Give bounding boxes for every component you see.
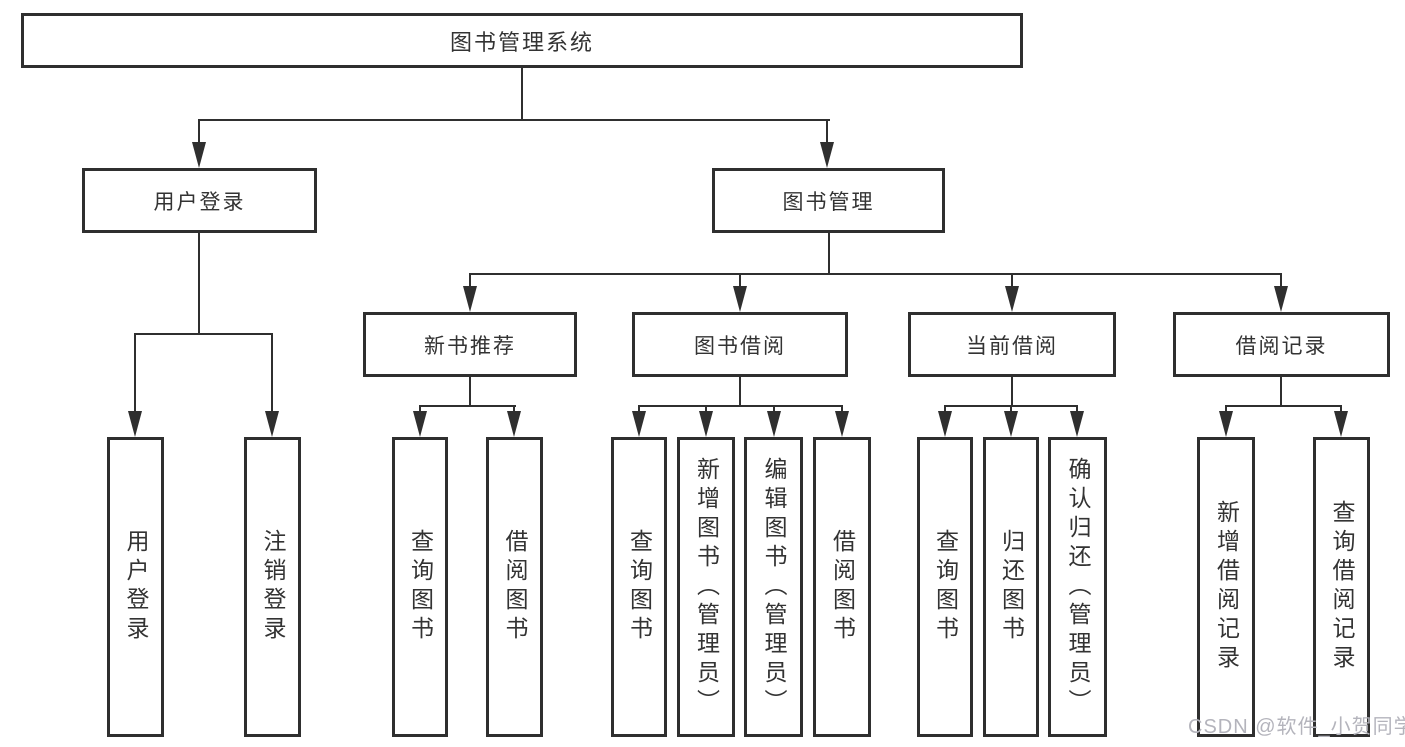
node-label: 图书管理系统	[449, 29, 594, 55]
leaf-bb-add-books-admin: 新增图书（管理员）	[677, 437, 735, 737]
connector-line	[419, 405, 516, 407]
connector-line	[513, 405, 515, 413]
node-label: 确认归还（管理员）	[1065, 456, 1091, 718]
leaf-nbr-query-books: 查询图书	[392, 437, 448, 737]
arrow-down-icon	[699, 411, 713, 437]
node-label: 注销登录	[260, 529, 286, 645]
leaf-nbr-borrow-books: 借阅图书	[486, 437, 543, 737]
connector-line	[271, 333, 273, 413]
node-current-borrowing: 当前借阅	[908, 312, 1116, 377]
connector-line	[1011, 273, 1013, 288]
node-label: 编辑图书（管理员）	[761, 456, 787, 718]
connector-line	[198, 119, 830, 121]
node-label: 当前借阅	[966, 334, 1058, 358]
csdn-watermark: CSDN @软件_小贺同学	[1188, 716, 1405, 738]
connector-line	[134, 333, 273, 335]
connector-line	[469, 377, 471, 407]
connector-line	[1280, 377, 1282, 407]
connector-line	[1225, 405, 1342, 407]
node-new-book-recommend: 新书推荐	[363, 312, 577, 377]
node-borrowing-records: 借阅记录	[1173, 312, 1390, 377]
leaf-bb-edit-books-admin: 编辑图书（管理员）	[744, 437, 803, 737]
leaf-logout: 注销登录	[244, 437, 301, 737]
arrow-down-icon	[938, 411, 952, 437]
node-label: 归还图书	[998, 529, 1025, 645]
arrow-down-icon	[632, 411, 646, 437]
node-label: 新增借阅记录	[1213, 500, 1240, 674]
connector-line	[198, 119, 200, 144]
node-label: 查询借阅记录	[1329, 500, 1355, 674]
node-label: 借阅图书	[502, 529, 528, 645]
node-label: 新书推荐	[424, 334, 516, 358]
node-user-login: 用户登录	[82, 168, 317, 233]
node-label: 查询图书	[407, 529, 434, 645]
leaf-cb-return-books: 归还图书	[983, 437, 1039, 737]
arrow-down-icon	[767, 411, 781, 437]
connector-line	[198, 233, 200, 335]
node-label: 新增图书（管理员）	[693, 456, 720, 718]
node-library-management-system: 图书管理系统	[21, 13, 1023, 68]
node-book-management: 图书管理	[712, 168, 945, 233]
arrow-down-icon	[128, 411, 142, 437]
connector-line	[469, 273, 1282, 275]
connector-line	[638, 405, 843, 407]
arrow-down-icon	[835, 411, 849, 437]
arrow-down-icon	[1005, 286, 1019, 312]
connector-line	[1340, 405, 1342, 413]
node-label: 借阅图书	[829, 529, 856, 645]
arrow-down-icon	[820, 142, 834, 168]
connector-line	[705, 405, 707, 413]
connector-line	[1076, 405, 1078, 413]
leaf-br-query-record: 查询借阅记录	[1313, 437, 1370, 737]
node-label: 用户登录	[123, 529, 149, 645]
connector-line	[638, 405, 640, 413]
connector-line	[419, 405, 421, 413]
node-label: 图书管理	[782, 190, 875, 214]
leaf-cb-query-books: 查询图书	[917, 437, 973, 737]
connector-line	[1011, 377, 1013, 407]
leaf-bb-query-books: 查询图书	[611, 437, 667, 737]
connector-line	[1280, 273, 1282, 288]
connector-line	[826, 119, 828, 144]
leaf-user-login: 用户登录	[107, 437, 164, 737]
arrow-down-icon	[192, 142, 206, 168]
node-label: 借阅记录	[1235, 334, 1328, 358]
connector-line	[828, 233, 830, 275]
leaf-bb-borrow-books: 借阅图书	[813, 437, 871, 737]
leaf-cb-confirm-return-admin: 确认归还（管理员）	[1048, 437, 1107, 737]
arrow-down-icon	[1004, 411, 1018, 437]
arrow-down-icon	[413, 411, 427, 437]
arrow-down-icon	[1219, 411, 1233, 437]
connector-line	[1225, 405, 1227, 413]
arrow-down-icon	[265, 411, 279, 437]
arrow-down-icon	[733, 286, 747, 312]
node-label: 用户登录	[153, 190, 246, 214]
leaf-br-add-record: 新增借阅记录	[1197, 437, 1255, 737]
connector-line	[469, 273, 471, 288]
arrow-down-icon	[463, 286, 477, 312]
node-label: 查询图书	[626, 529, 653, 645]
connector-line	[1010, 405, 1012, 413]
arrow-down-icon	[507, 411, 521, 437]
connector-line	[739, 377, 741, 407]
arrow-down-icon	[1274, 286, 1288, 312]
node-book-borrowing: 图书借阅	[632, 312, 848, 377]
connector-line	[841, 405, 843, 413]
connector-line	[944, 405, 946, 413]
node-label: 图书借阅	[694, 334, 786, 358]
arrow-down-icon	[1070, 411, 1084, 437]
connector-line	[521, 68, 523, 119]
arrow-down-icon	[1334, 411, 1348, 437]
connector-line	[134, 333, 136, 413]
connector-line	[773, 405, 775, 413]
node-label: 查询图书	[932, 529, 959, 645]
connector-line	[739, 273, 741, 288]
